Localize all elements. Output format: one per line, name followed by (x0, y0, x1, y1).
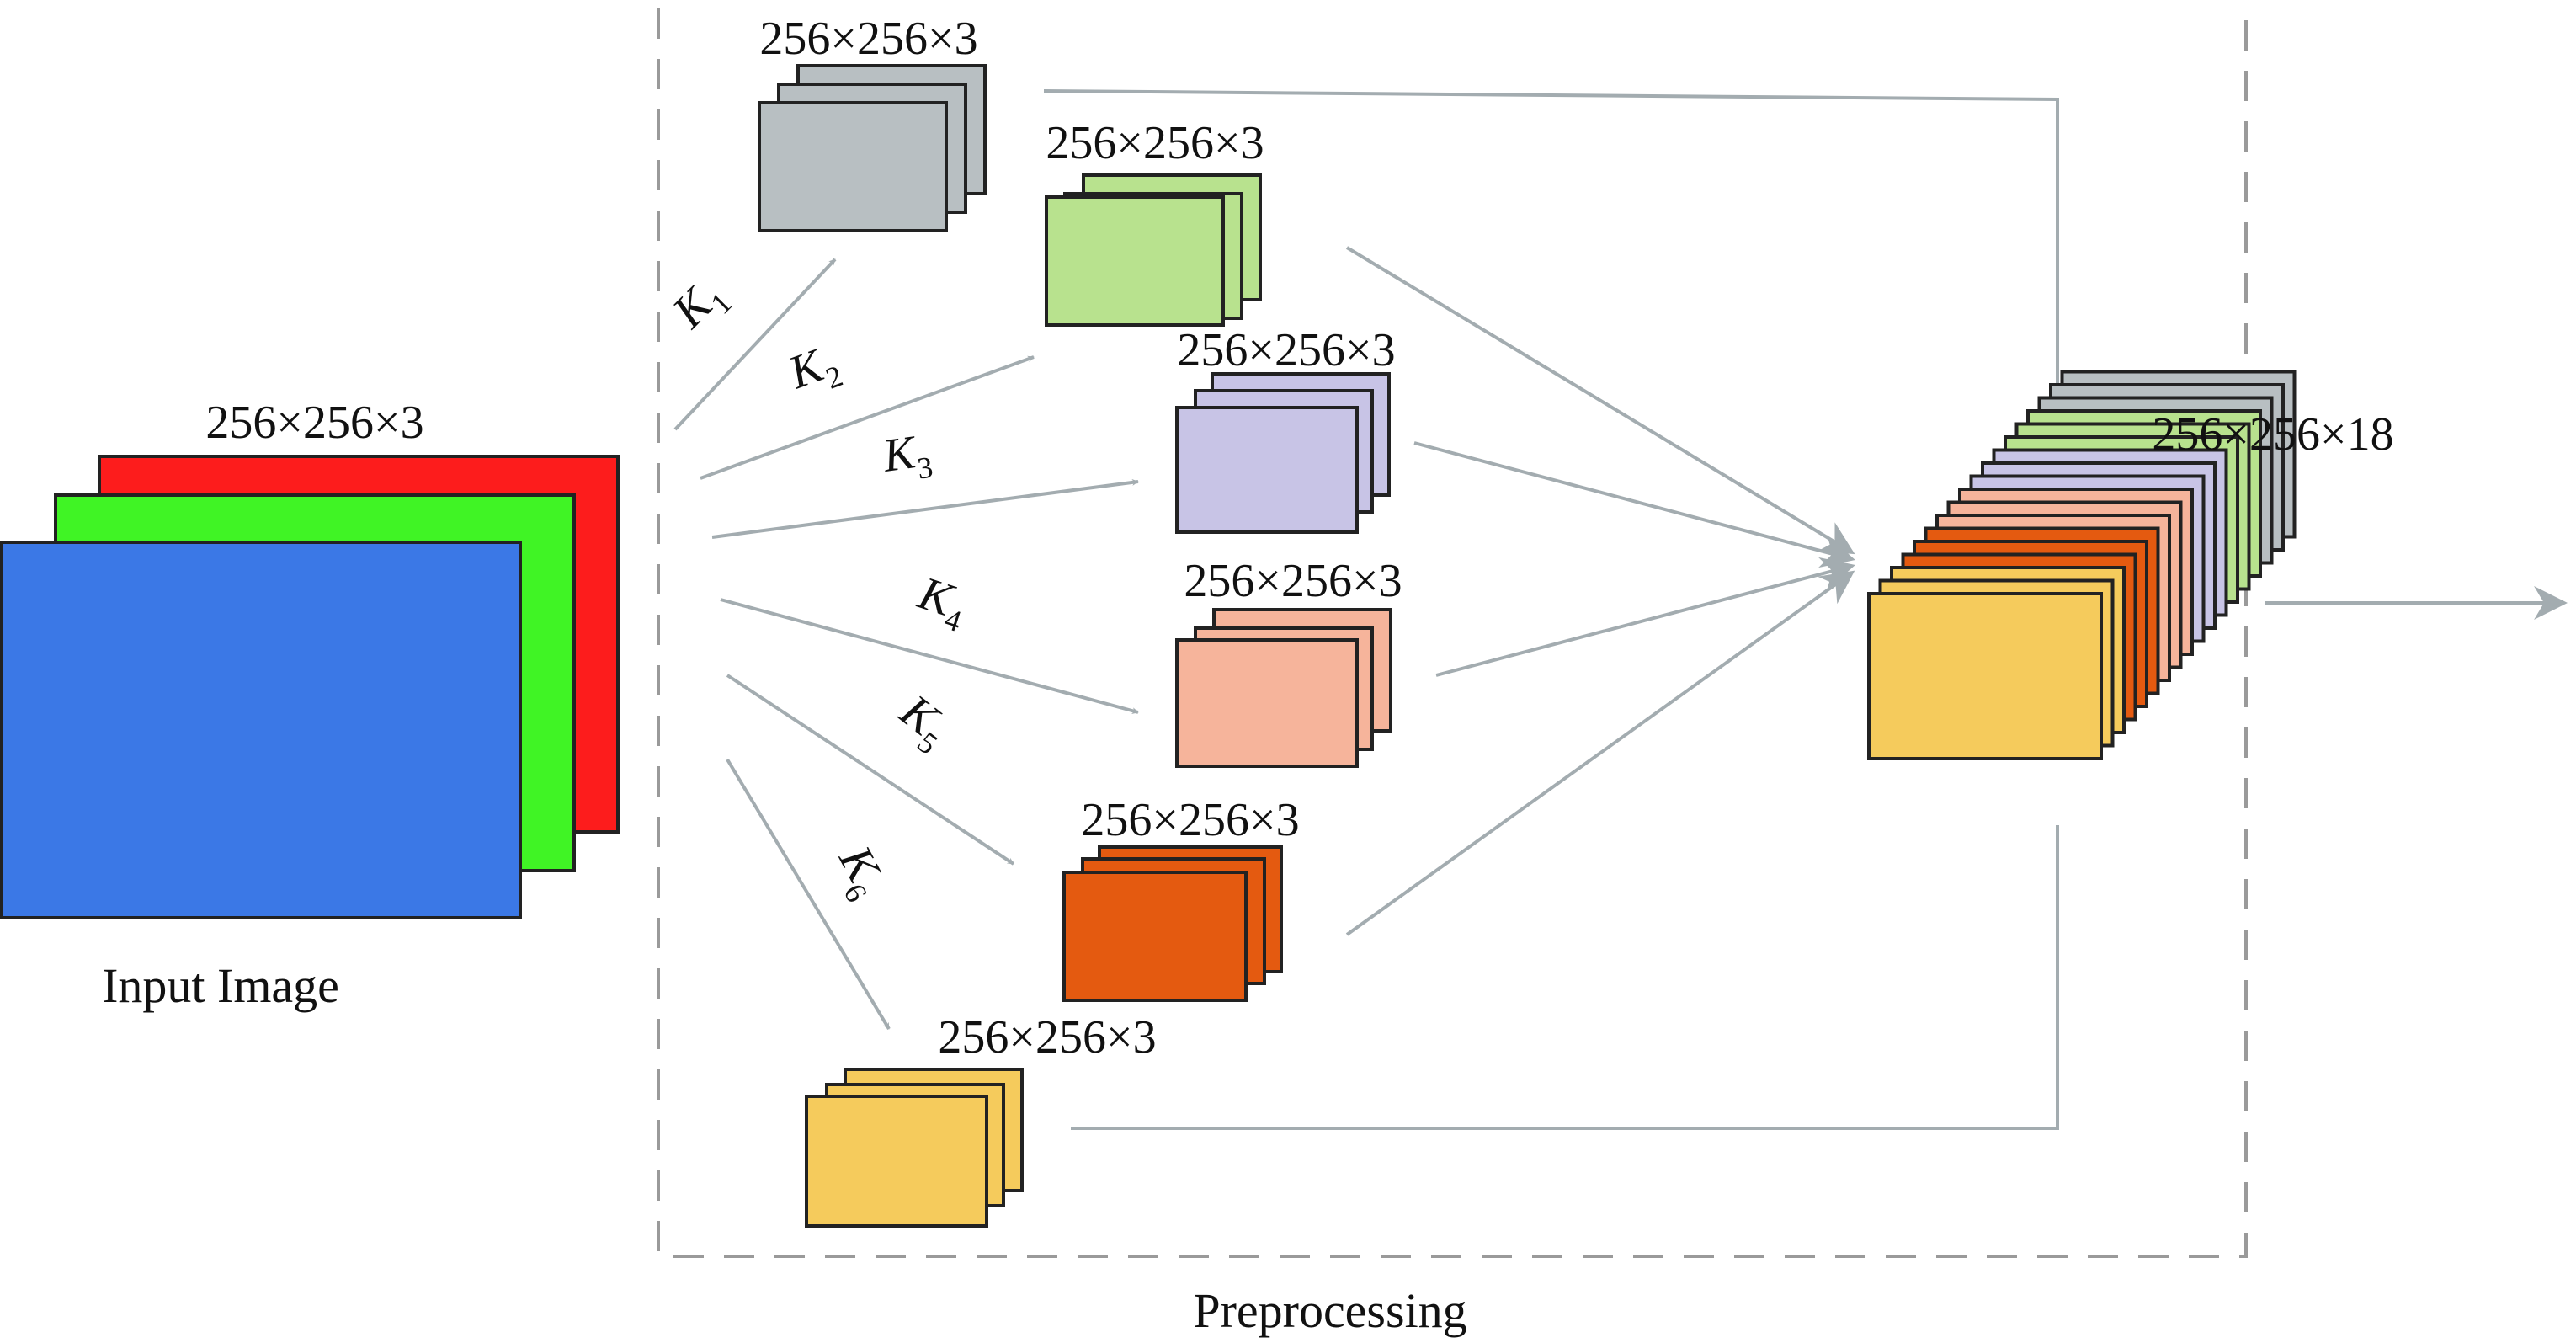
branch-5-arrow (1345, 570, 1855, 936)
input-channel-blue (0, 541, 522, 919)
kernel-3-arrow (711, 478, 1139, 539)
branch-2-dims-label: 256×256×3 (1046, 117, 1264, 169)
branch-6-connector (1071, 825, 2059, 1130)
kernel-1-arrow (673, 258, 837, 431)
branch-stack-4 (1175, 608, 1392, 768)
branch-6-dims-label: 256×256×3 (938, 1011, 1156, 1063)
branch-3-arrow (1413, 441, 1855, 568)
output-slice (1867, 592, 2103, 760)
input-dims-label: 256×256×3 (205, 397, 423, 449)
input-image-caption: Input Image (102, 958, 339, 1013)
input-image-stack (0, 455, 620, 919)
branch-stack-5 (1062, 845, 1283, 1002)
branch-stack-6 (805, 1068, 1024, 1228)
branch-4-arrow (1435, 557, 1855, 677)
branch-4-card (1175, 638, 1359, 768)
merge-connectors (1043, 89, 2059, 1130)
kernel-5-arrow (726, 674, 1015, 866)
kernel-label-1: K 1 (663, 277, 739, 338)
branch-5-dims-label: 256×256×3 (1081, 794, 1299, 846)
preprocessing-caption: Preprocessing (1193, 1283, 1466, 1338)
branch-stack-2 (1045, 173, 1262, 327)
kernel-label-6: K 6 (828, 837, 891, 908)
branch-4-dims-label: 256×256×3 (1184, 555, 1402, 607)
kernel-4-arrow (720, 598, 1139, 714)
branch-stack-1 (758, 64, 987, 232)
kernel-arrows (673, 258, 1139, 1031)
branch-stack-3 (1175, 372, 1391, 534)
kernel-letter: K (879, 426, 920, 482)
branch-1-card (758, 101, 948, 232)
kernel-label-2: K 2 (781, 338, 847, 399)
branch-2-card (1045, 195, 1225, 327)
kernel-subscript: 3 (915, 450, 934, 485)
branch-1-connector (1043, 89, 2059, 401)
branch-3-dims-label: 256×256×3 (1177, 324, 1395, 376)
branch-1-dims-label: 256×256×3 (759, 13, 977, 65)
output-stack (1867, 370, 2297, 760)
kernel-label-5: K 5 (890, 685, 949, 761)
branch-3-card (1175, 406, 1359, 534)
kernel-label-3: K 3 (879, 426, 934, 486)
kernel-6-arrow (726, 758, 891, 1031)
branch-6-card (805, 1095, 988, 1228)
branch-5-card (1062, 871, 1248, 1002)
kernel-2-arrow (700, 355, 1035, 480)
kernel-label-4: K 4 (912, 567, 966, 638)
output-dims-label: 256×256×18 (2152, 408, 2393, 461)
branch-2-arrow (1345, 246, 1855, 555)
preprocessing-frame (657, 0, 2248, 1258)
